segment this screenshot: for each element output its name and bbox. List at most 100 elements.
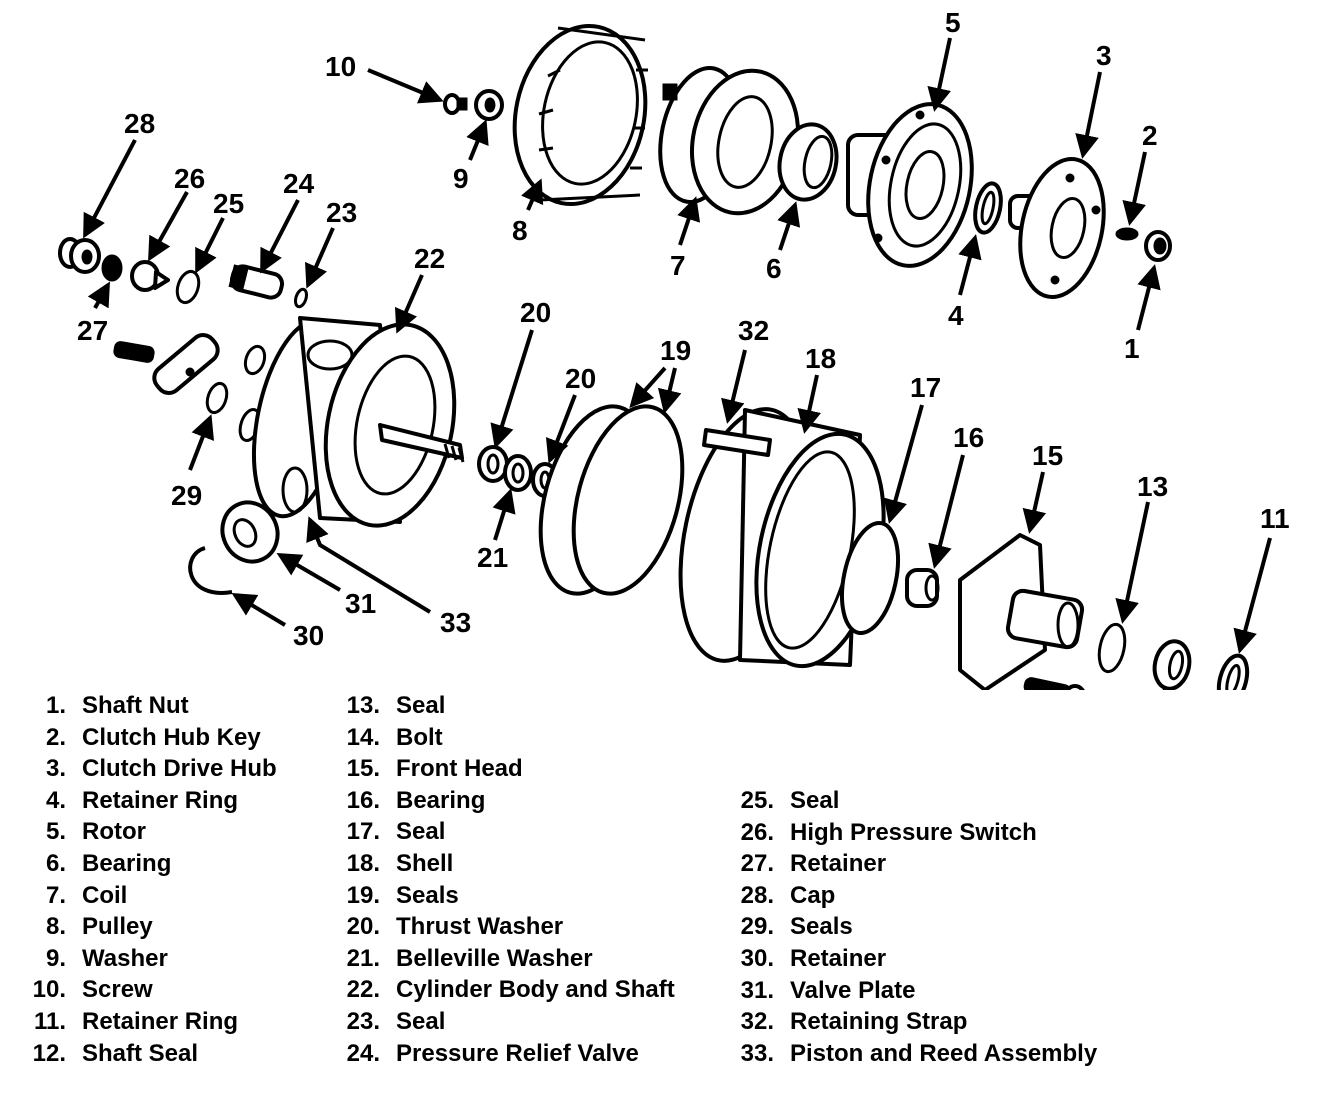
legend-label: Washer bbox=[82, 944, 168, 972]
legend-number: 19. bbox=[346, 881, 380, 909]
callout-3: 3 bbox=[1096, 40, 1112, 71]
legend-column-3: 25.Seal 26.High Pressure Switch 27.Retai… bbox=[724, 785, 1098, 1070]
part-10-screw bbox=[443, 93, 468, 115]
leader-2 bbox=[1122, 151, 1147, 226]
leader-19a bbox=[629, 366, 667, 408]
leader-23 bbox=[305, 227, 335, 289]
legend-number: 21. bbox=[346, 944, 380, 972]
cover-plate bbox=[152, 333, 220, 395]
legend-item: 31.Valve Plate bbox=[724, 975, 1097, 1007]
leader-24 bbox=[260, 199, 300, 274]
callout-7: 7 bbox=[670, 250, 686, 281]
legend-label: Seal bbox=[396, 1007, 446, 1035]
legend-item: 15.Front Head bbox=[330, 753, 675, 785]
legend-number: 8. bbox=[45, 913, 66, 941]
legend-item: 14.Bolt bbox=[330, 722, 675, 754]
part-7-coil bbox=[658, 66, 801, 216]
legend-label: Retainer Ring bbox=[82, 1007, 239, 1035]
legend-column-2: 13.Seal 14.Bolt 15.Front Head 16. Bearing… bbox=[330, 690, 675, 1069]
legend-label: Shaft Nut bbox=[82, 692, 189, 719]
callout-labels: 10 9 8 7 6 5 3 2 4 1 28 26 25 24 23 27 2… bbox=[77, 7, 1290, 651]
legend-number: 11. bbox=[33, 1007, 66, 1035]
part-19-seals bbox=[538, 404, 685, 596]
legend-item: 2.Clutch Hub Key bbox=[16, 722, 277, 754]
legend-number: 1. bbox=[45, 692, 66, 719]
legend-item: 17.Seal bbox=[330, 816, 675, 848]
callout-10: 10 bbox=[325, 51, 356, 82]
leader-28 bbox=[83, 139, 137, 239]
legend-label: Belleville Washer bbox=[396, 944, 593, 972]
leader-27 bbox=[87, 281, 110, 309]
legend-number: 9. bbox=[45, 944, 66, 972]
legend-item: 7.Coil bbox=[16, 880, 277, 912]
legend-item: 33.Piston and Reed Assembly bbox=[724, 1038, 1098, 1070]
leader-11 bbox=[1233, 537, 1272, 654]
legend-number: 23. bbox=[346, 1007, 380, 1035]
legend-number: 22. bbox=[346, 976, 380, 1004]
callout-1: 1 bbox=[1124, 333, 1140, 364]
callout-32: 32 bbox=[738, 315, 769, 346]
callout-8: 8 bbox=[512, 215, 528, 246]
part-12-shaft-seal bbox=[1152, 639, 1192, 690]
part-28-cap bbox=[58, 237, 101, 274]
part-32-retaining-strap bbox=[702, 428, 772, 457]
part-8-pulley bbox=[512, 23, 648, 207]
leader-20a bbox=[490, 329, 534, 449]
legend-number: 20. bbox=[346, 913, 380, 941]
legend-number: 6. bbox=[45, 849, 66, 877]
legend-label: Cap bbox=[790, 881, 836, 909]
legend-label: Screw bbox=[82, 976, 153, 1004]
callout-23: 23 bbox=[326, 197, 357, 228]
callout-4: 4 bbox=[948, 300, 964, 331]
part-24-pressure-relief-valve bbox=[228, 264, 285, 300]
legend-item: 20.Thrust Washer bbox=[330, 911, 675, 943]
legend-label: Clutch Drive Hub bbox=[82, 755, 277, 783]
callout-19: 19 bbox=[660, 335, 691, 366]
legend-label: Shell bbox=[396, 849, 454, 877]
legend-number: 16. bbox=[346, 786, 380, 814]
part-11-retainer-ring bbox=[1216, 653, 1250, 690]
legend-number: 30. bbox=[740, 944, 774, 972]
part-20-thrust-washer bbox=[477, 445, 509, 483]
leader-29 bbox=[188, 414, 215, 471]
legend-item: 13.Seal bbox=[330, 690, 675, 722]
legend-label: Seal bbox=[790, 787, 840, 814]
legend-item: 1. Shaft Nut bbox=[16, 690, 277, 722]
callout-6: 6 bbox=[766, 253, 782, 284]
leader-9 bbox=[466, 119, 489, 161]
legend-number: 3. bbox=[45, 755, 66, 783]
legend-number: 32. bbox=[740, 1008, 774, 1036]
leader-31 bbox=[276, 552, 342, 592]
legend-label: Pressure Relief Valve bbox=[396, 1039, 639, 1067]
callout-20a: 20 bbox=[520, 297, 551, 328]
legend-item: 18.Shell bbox=[330, 848, 675, 880]
legend-item: 3. Clutch Drive Hub bbox=[16, 753, 277, 785]
legend-item: 27.Retainer bbox=[724, 848, 1097, 880]
legend-label: Bearing bbox=[396, 786, 486, 814]
callout-15: 15 bbox=[1032, 440, 1063, 471]
legend-label: Retainer Ring bbox=[82, 786, 239, 814]
part-30-retainer bbox=[188, 546, 233, 595]
bolt-left bbox=[113, 341, 155, 363]
leader-30 bbox=[231, 592, 287, 627]
legend-item: 28.Cap bbox=[724, 880, 1097, 912]
legend-number: 2. bbox=[45, 723, 66, 751]
part-26-high-pressure-switch bbox=[130, 260, 170, 292]
leader-13 bbox=[1115, 501, 1150, 624]
part-1-shaft-nut bbox=[1144, 230, 1172, 262]
legend-label: Seals bbox=[396, 881, 459, 909]
leader-19b bbox=[657, 367, 682, 414]
leader-6 bbox=[777, 201, 801, 251]
legend-item: 22.Cylinder Body and Shaft bbox=[330, 974, 675, 1006]
part-21-belleville-washer bbox=[503, 454, 533, 492]
callout-17: 17 bbox=[910, 372, 941, 403]
legend-item: 25.Seal bbox=[724, 785, 1097, 817]
leader-lines bbox=[83, 37, 1272, 690]
part-5-rotor bbox=[846, 102, 974, 268]
leader-15 bbox=[1022, 471, 1047, 534]
legend-label: Retainer bbox=[790, 850, 887, 878]
leader-33 bbox=[306, 516, 432, 614]
part-27-retainer bbox=[101, 254, 123, 282]
part-25-seal bbox=[175, 269, 201, 305]
part-22-cylinder-body-and-shaft bbox=[251, 316, 465, 528]
